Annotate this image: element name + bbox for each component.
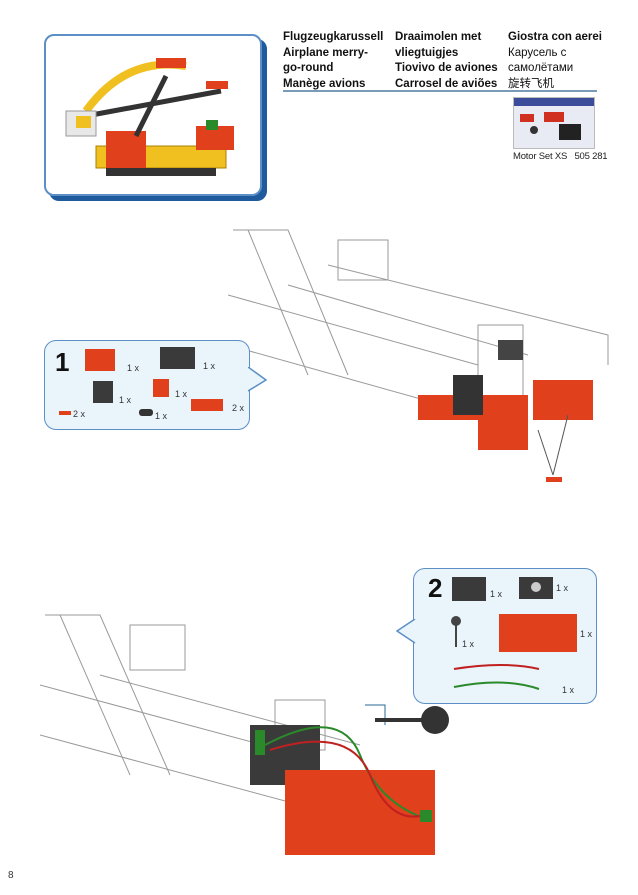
qty: 1 x [203,361,216,371]
title-column-nl-es-pt: Draaimolen met vliegtuigjes Tiovivo de a… [395,30,498,92]
product-number: 505 281 [574,151,608,162]
cable-icon [453,681,540,690]
title-es: Tiovivo de aviones [395,62,498,74]
motor-set-box-image [513,97,595,149]
black-axle-piece-icon [139,409,153,416]
red-pin-icon [59,411,71,415]
step2-assembly-illustration [40,614,449,855]
qty: 1 x [490,589,503,599]
callout-pointer [248,367,268,392]
title-pt: Carrosel de aviões [395,77,498,90]
callout-pointer [396,619,416,644]
title-ru-1: Карусель с [508,46,567,59]
title-nl-2: vliegtuigjes [395,46,459,59]
title-en-1: Airplane merry- [283,46,369,59]
title-column-de-en-fr: Flugzeugkarussell Airplane merry- go-rou… [283,30,383,92]
step1-assembly-illustration [228,229,609,482]
title-it: Giostra con aerei [508,31,602,43]
step2-parts-callout: 2 1 x 1 x 1 x 1 x 1 x [396,568,597,704]
step1-parts-callout: 1 1 x 1 x 1 x 1 x 2 x 1 x 2 x [44,340,268,430]
qty: 2 x [73,409,86,419]
title-fr: Manège avions [283,77,366,90]
airplane-carousel-illustration [65,58,234,176]
qty: 1 x [556,583,569,593]
qty: 1 x [119,395,132,405]
qty: 1 x [562,685,575,695]
step-number: 1 [55,347,70,377]
title-zh: 旋转飞机 [508,77,554,90]
title-de: Flugzeugkarussell [283,31,384,43]
step2-parts-icons [451,577,577,690]
red-plate-icon [191,399,223,411]
title-ru-2: самолётами [508,62,574,74]
qty: 1 x [175,389,188,399]
qty: 1 x [127,363,140,373]
step-number: 2 [428,573,443,603]
switch-block-icon [452,577,486,601]
gear-worm-icon [451,616,461,626]
battery-box-icon [499,614,577,652]
black-building-block-icon [160,347,195,369]
red-small-block-icon [153,379,169,397]
red-building-block-icon [85,349,115,371]
title-column-it-ru-zh: Giostra con aerei Карусель с самолётами … [508,30,602,92]
product-caption: Motor Set XS 505 281 [513,151,608,162]
step1-parts-icons [59,347,223,416]
title-divider [283,90,597,92]
qty: 1 x [462,639,475,649]
motor-set-illustration [514,98,594,140]
page-number: 8 [8,870,14,881]
model-preview-image [44,34,262,196]
product-name: Motor Set XS [513,151,568,162]
qty: 1 x [580,629,593,639]
qty: 2 x [232,403,245,413]
black-small-block-icon [93,381,113,403]
title-en-2: go-round [283,62,334,74]
title-nl-1: Draaimolen met [395,31,482,43]
cable-icon [453,664,540,670]
qty: 1 x [155,411,168,421]
